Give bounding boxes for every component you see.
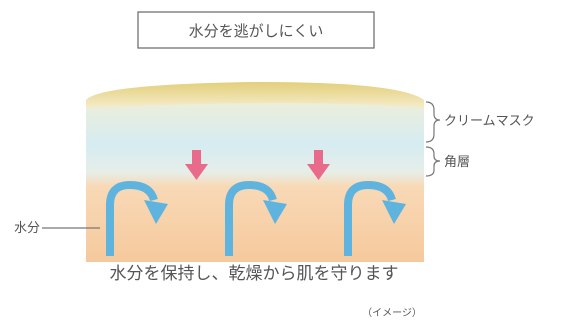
stratum-corneum-bracket — [425, 146, 441, 177]
caption: 水分を保持し、乾燥から肌を守ります — [110, 264, 399, 284]
stratum-corneum-label: 角層 — [444, 155, 470, 170]
down-arrow-right — [307, 150, 330, 180]
water-arrow-2 — [225, 180, 287, 256]
cream-mask-layer — [86, 82, 424, 262]
cream-mask-bracket — [425, 101, 441, 143]
down-arrow-left — [185, 150, 208, 180]
water-label: 水分 — [14, 221, 40, 236]
water-arrow-3 — [344, 180, 406, 256]
skin-layers — [86, 82, 424, 262]
title-text: 水分を逃がしにくい — [189, 22, 324, 40]
cream-mask-label: クリームマスク — [444, 114, 535, 129]
cream-top-sheen — [86, 82, 424, 108]
image-note: （イメージ） — [362, 307, 422, 319]
title-box: 水分を逃がしにくい — [137, 11, 375, 49]
water-arrow-1 — [106, 180, 168, 256]
